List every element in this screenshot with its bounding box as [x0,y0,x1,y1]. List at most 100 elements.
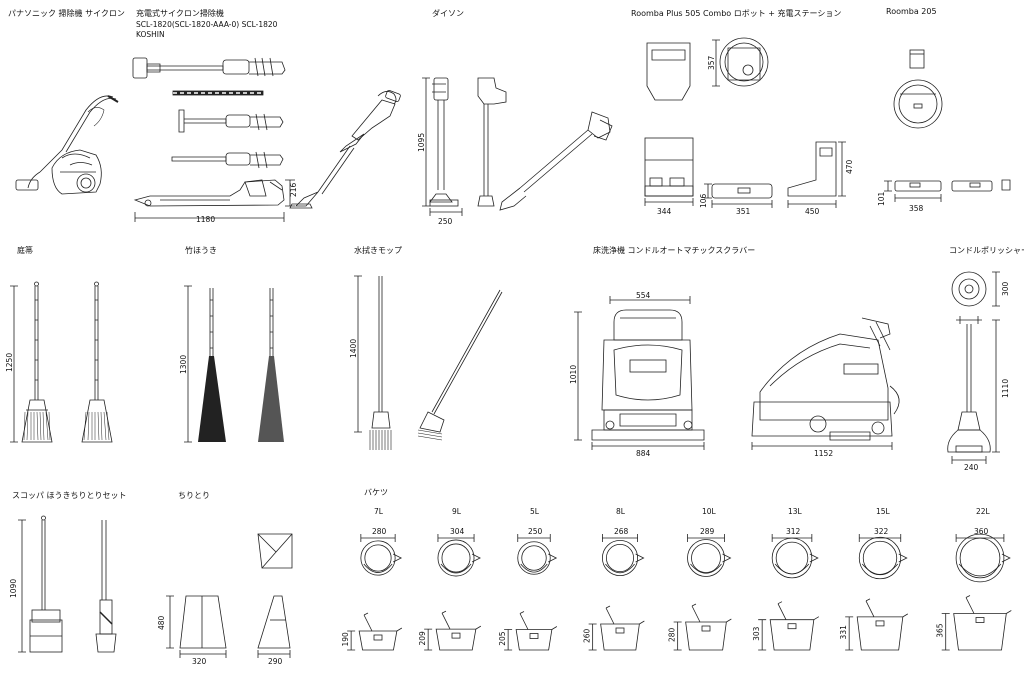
bucket-capacity-label: 9L [452,507,462,516]
title-roomba205: Roomba 205 [886,7,937,16]
bucket-spout [809,553,819,563]
bucket-height-label: 280 [668,627,677,642]
bucket-side-spout [1006,610,1012,614]
title-scoop: スコッパ ほうきちりとりセット [12,491,127,500]
chiritori-dimension-lines [166,595,291,658]
scrubber-front-drawing [591,309,705,441]
bucket-side-handle [363,612,373,632]
bucket-width-label: 268 [614,527,629,536]
dim-chiri-width2: 290 [268,657,283,666]
bucket-side-tag [975,617,985,623]
bucket-handle [605,563,635,574]
dim-pol-width: 240 [964,463,979,472]
dim-scrub-front-width: 884 [636,449,651,458]
scoop-set-drawing [29,515,117,653]
bucket-spout [392,553,403,563]
bucket-handle [774,563,810,575]
bucket-side-tag [451,632,461,639]
bucket-side-body [600,623,640,651]
koshin-vacuum-drawing [132,57,286,207]
bucket-height-dim [758,619,767,651]
dyson-drawing [429,77,613,211]
bucket-capacity-label: 5L [530,507,540,516]
bucket-height-label: 365 [936,623,945,638]
bucket-side-spout [813,616,820,621]
bucket-height-label: 209 [418,631,427,646]
bucket-group: 7L2801909L3042095L2502058L26826010L28928… [341,507,1012,651]
bucket-height-dim [845,616,854,651]
bucket-height-label: 190 [341,632,350,647]
dim-r505-robot-width: 351 [736,207,751,216]
roomba205-dimension-lines [884,180,942,202]
take-bristles [198,356,284,442]
bucket-width-dim [360,534,396,542]
title-koshin: 充電式サイクロン掃除機 [136,9,224,18]
dim-pol-top: 300 [1001,281,1010,296]
dim-r205-height: 101 [877,191,886,206]
dim-r205-width: 358 [909,204,924,213]
dim-niwa-height: 1250 [5,353,14,372]
niwabouki-dimension-line [10,285,18,443]
bucket-spout [722,553,732,563]
dyson-dimension-lines [422,77,463,216]
bucket-top-rim [858,536,902,580]
dim-koshin-height: 216 [289,182,298,197]
bucket-capacity-label: 8L [616,507,626,516]
dim-scoop-height: 1090 [9,579,18,598]
bucket-top-inner [441,543,471,573]
title-scrubber: 床洗浄機 コンドルオートマチックスクラバー [593,246,756,255]
mop-drawing [371,276,503,433]
title-mop: 水拭きモップ [354,246,402,255]
take-dimension-line [184,285,192,443]
dim-dyson-width: 250 [438,217,453,226]
polisher-drawing [947,271,991,453]
bucket-top-inner [606,544,635,573]
koshin-dimension-lines [134,179,295,222]
bucket-handle [520,563,548,573]
panasonic-vacuum-drawing [15,95,119,195]
bucket-handle [958,563,1002,577]
bucket-width-label: 250 [528,527,543,536]
bucket-capacity-label: 15L [876,507,891,516]
bucket-handle [861,563,899,575]
bucket-side-body [358,630,398,651]
bucket-top-rim [602,540,639,577]
bucket-side-spout [475,625,482,630]
bucket-spout [635,553,645,563]
bucket-handle [440,563,472,574]
bucket-height-dim [424,628,433,651]
bucket-width-dim [517,534,551,542]
bucket-capacity-label: 22L [976,507,991,516]
bucket-spout [548,553,558,563]
bucket-height-dim [941,613,950,651]
dim-r505-height: 357 [707,55,716,70]
bucket-side-handle [441,610,451,630]
scrubber-side-drawing [751,317,900,441]
bucket-width-dim [687,534,725,542]
roomba205-drawing [893,49,1011,192]
bucket-top-rim [517,541,551,575]
bucket-height-dim [673,621,682,651]
bucket-width-dim [602,534,638,542]
bucket-side-spout [726,618,732,623]
bucket-side-body [685,621,727,651]
bucket-side-tag [875,620,885,627]
mop-strands [369,429,443,450]
bucket-top-inner [521,545,547,571]
take-drawing [209,288,274,356]
title-dyson: ダイソン [432,9,464,18]
bucket-top-inner [775,541,809,575]
bucket-side-body [953,613,1007,651]
bucket-side-body [515,629,553,651]
bucket-height-label: 205 [498,631,507,646]
roomba505-dimension-lines [644,39,846,208]
bucket-side-handle [605,605,615,625]
dim-r505-base-width: 344 [657,207,672,216]
bucket-capacity-label: 13L [788,507,803,516]
title-take: 竹ほうき [185,246,217,255]
dim-r505-station-height: 470 [845,159,854,174]
